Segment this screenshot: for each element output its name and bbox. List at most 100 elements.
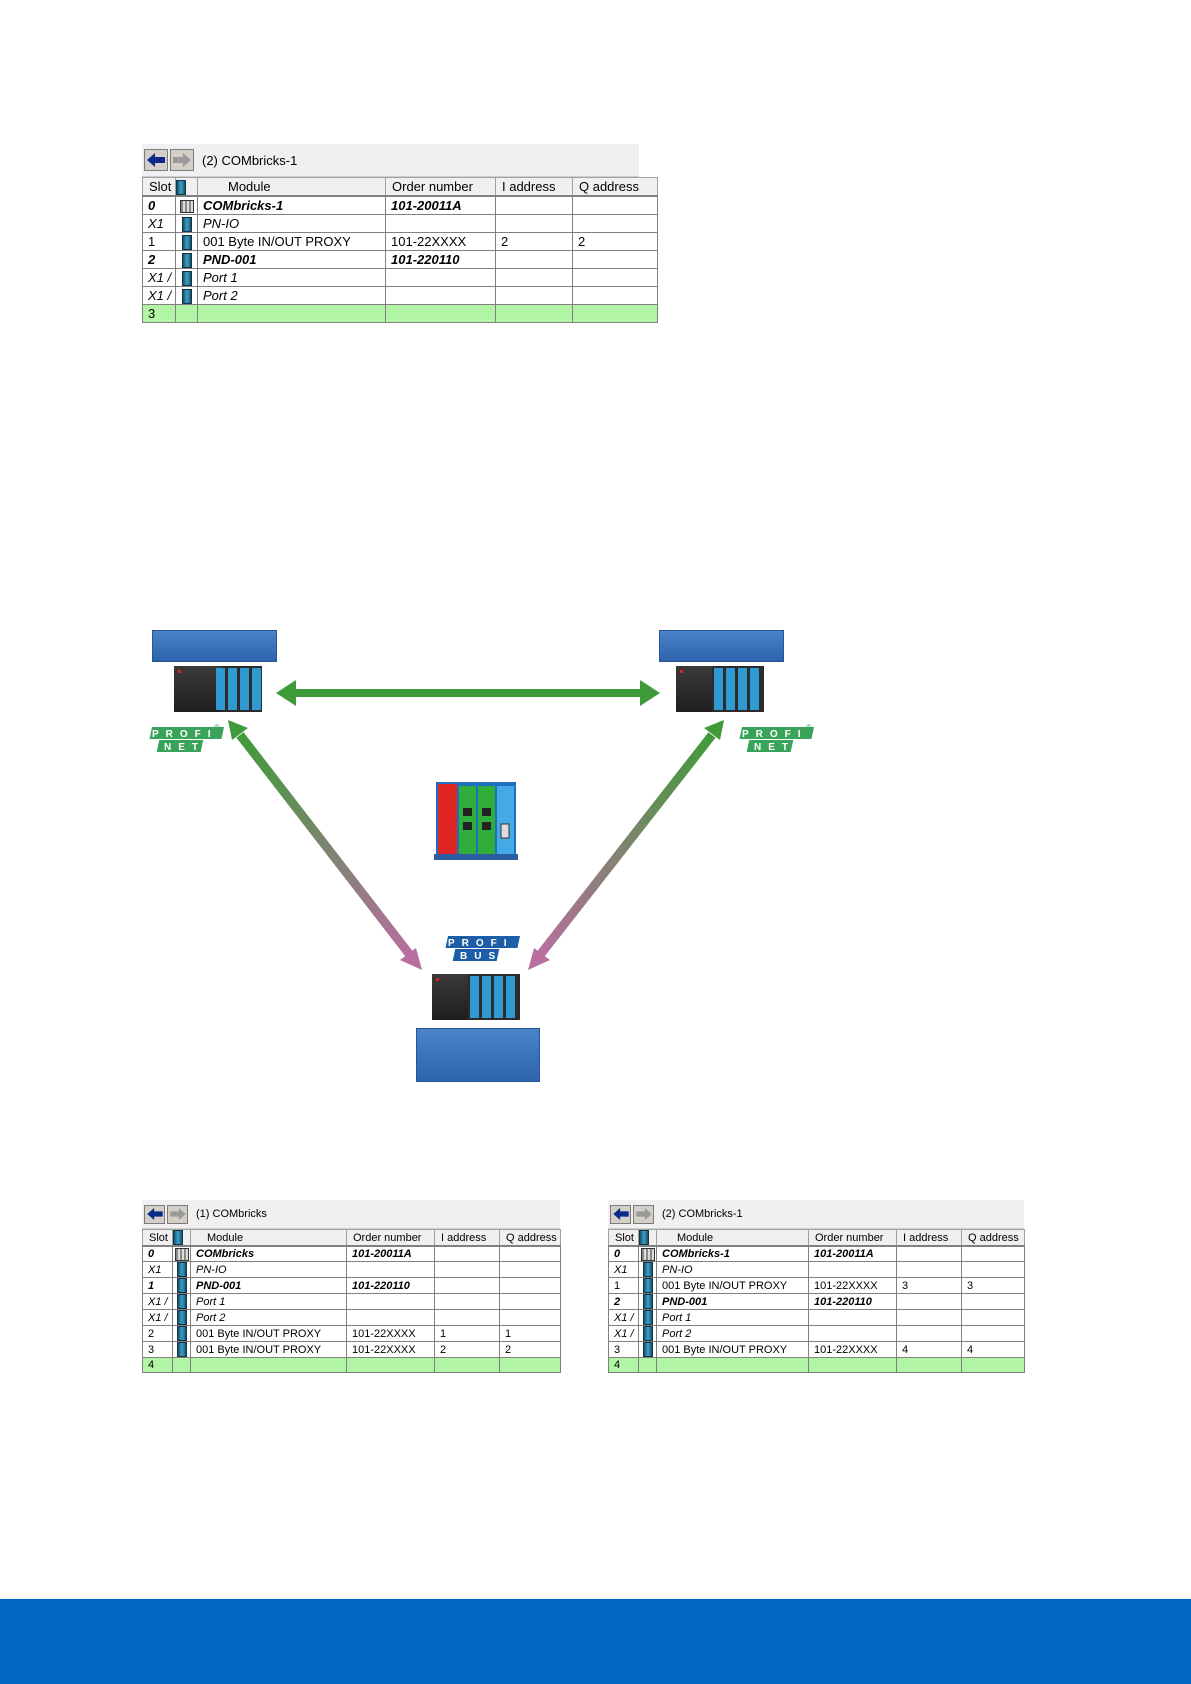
col-i-address[interactable]: I address — [434, 1229, 500, 1247]
cell-slot[interactable]: X1 / — [142, 286, 176, 306]
cell-icon[interactable] — [172, 1341, 191, 1358]
cell-module[interactable]: COMbricks-1 — [656, 1245, 809, 1262]
cell-slot[interactable]: 0 — [608, 1245, 639, 1262]
cell-order-number[interactable] — [808, 1325, 897, 1342]
cell-i-address[interactable]: 1 — [434, 1325, 500, 1342]
cell-i-address[interactable] — [434, 1293, 500, 1310]
cell-q-address[interactable] — [572, 304, 658, 324]
cell-i-address[interactable] — [434, 1277, 500, 1294]
cell-order-number[interactable]: 101-20011A — [385, 195, 496, 216]
col-icon[interactable] — [175, 177, 198, 198]
cell-order-number[interactable] — [346, 1261, 435, 1278]
cell-module[interactable]: Port 2 — [197, 286, 386, 306]
cell-order-number[interactable]: 101-22XXXX — [346, 1325, 435, 1342]
cell-q-address[interactable] — [572, 286, 658, 306]
table-row[interactable]: X1 /Port 1 — [142, 1293, 561, 1310]
cell-i-address[interactable] — [896, 1245, 962, 1262]
col-slot[interactable]: Slot — [608, 1229, 639, 1247]
cell-order-number[interactable]: 101-220110 — [808, 1293, 897, 1310]
cell-slot[interactable]: 2 — [142, 250, 176, 270]
cell-module[interactable]: COMbricks — [190, 1245, 347, 1262]
cell-q-address[interactable] — [572, 195, 658, 216]
col-module[interactable]: Module — [656, 1229, 809, 1247]
cell-i-address[interactable] — [495, 304, 573, 324]
col-module[interactable]: Module — [190, 1229, 347, 1247]
col-order-number[interactable]: Order number — [385, 177, 496, 198]
cell-order-number[interactable]: 101-22XXXX — [808, 1277, 897, 1294]
cell-slot[interactable]: 3 — [142, 1341, 173, 1358]
cell-i-address[interactable] — [495, 214, 573, 234]
cell-icon[interactable] — [172, 1357, 191, 1373]
cell-slot[interactable]: X1 — [608, 1261, 639, 1278]
cell-q-address[interactable] — [499, 1261, 561, 1278]
cell-module[interactable]: 001 Byte IN/OUT PROXY — [197, 232, 386, 252]
cell-i-address[interactable] — [434, 1309, 500, 1326]
cell-slot[interactable]: 4 — [608, 1357, 639, 1373]
back-button[interactable] — [144, 149, 168, 171]
table-row[interactable]: X1 /Port 2 — [608, 1325, 1025, 1342]
cell-q-address[interactable] — [499, 1245, 561, 1262]
col-icon[interactable] — [172, 1229, 191, 1247]
cell-order-number[interactable] — [346, 1309, 435, 1326]
cell-q-address[interactable] — [961, 1293, 1025, 1310]
cell-slot[interactable]: X1 / — [142, 268, 176, 288]
cell-module[interactable]: PND-001 — [197, 250, 386, 270]
cell-order-number[interactable] — [385, 286, 496, 306]
col-q-address[interactable]: Q address — [499, 1229, 561, 1247]
cell-slot[interactable]: X1 / — [142, 1309, 173, 1326]
cell-q-address[interactable]: 4 — [961, 1341, 1025, 1358]
cell-i-address[interactable] — [434, 1245, 500, 1262]
cell-slot[interactable]: X1 / — [142, 1293, 173, 1310]
cell-order-number[interactable] — [346, 1293, 435, 1310]
cell-i-address[interactable] — [495, 250, 573, 270]
cell-module[interactable]: 001 Byte IN/OUT PROXY — [656, 1341, 809, 1358]
cell-i-address[interactable]: 4 — [896, 1341, 962, 1358]
col-icon[interactable] — [638, 1229, 657, 1247]
cell-module[interactable] — [197, 304, 386, 324]
cell-slot[interactable]: 1 — [142, 232, 176, 252]
cell-order-number[interactable]: 101-20011A — [808, 1245, 897, 1262]
cell-i-address[interactable] — [896, 1309, 962, 1326]
cell-slot[interactable]: 0 — [142, 1245, 173, 1262]
cell-order-number[interactable] — [385, 214, 496, 234]
cell-q-address[interactable] — [572, 268, 658, 288]
col-slot[interactable]: Slot — [142, 1229, 173, 1247]
cell-i-address[interactable] — [495, 268, 573, 288]
table-row[interactable]: X1 /Port 1 — [608, 1309, 1025, 1326]
table-row[interactable]: 4 — [608, 1357, 1025, 1373]
cell-q-address[interactable]: 2 — [572, 232, 658, 252]
cell-q-address[interactable] — [961, 1325, 1025, 1342]
cell-slot[interactable]: X1 / — [608, 1325, 639, 1342]
cell-i-address[interactable]: 2 — [495, 232, 573, 252]
cell-i-address[interactable] — [495, 195, 573, 216]
cell-slot[interactable]: 0 — [142, 195, 176, 216]
cell-icon[interactable] — [175, 304, 198, 324]
cell-i-address[interactable] — [896, 1357, 962, 1373]
cell-icon[interactable] — [638, 1293, 657, 1310]
cell-slot[interactable]: 4 — [142, 1357, 173, 1373]
cell-slot[interactable]: 1 — [608, 1277, 639, 1294]
cell-slot[interactable]: 3 — [608, 1341, 639, 1358]
cell-icon[interactable] — [638, 1261, 657, 1278]
col-i-address[interactable]: I address — [896, 1229, 962, 1247]
cell-module[interactable]: 001 Byte IN/OUT PROXY — [656, 1277, 809, 1294]
cell-icon[interactable] — [172, 1277, 191, 1294]
cell-module[interactable]: PND-001 — [190, 1277, 347, 1294]
cell-q-address[interactable] — [961, 1357, 1025, 1373]
forward-button[interactable] — [167, 1204, 188, 1224]
cell-slot[interactable]: 3 — [142, 304, 176, 324]
table-row[interactable]: X1 /Port 1 — [142, 268, 658, 288]
cell-order-number[interactable] — [808, 1309, 897, 1326]
cell-order-number[interactable]: 101-220110 — [385, 250, 496, 270]
cell-icon[interactable] — [175, 232, 198, 252]
cell-order-number[interactable] — [808, 1261, 897, 1278]
cell-icon[interactable] — [638, 1341, 657, 1358]
cell-icon[interactable] — [175, 268, 198, 288]
